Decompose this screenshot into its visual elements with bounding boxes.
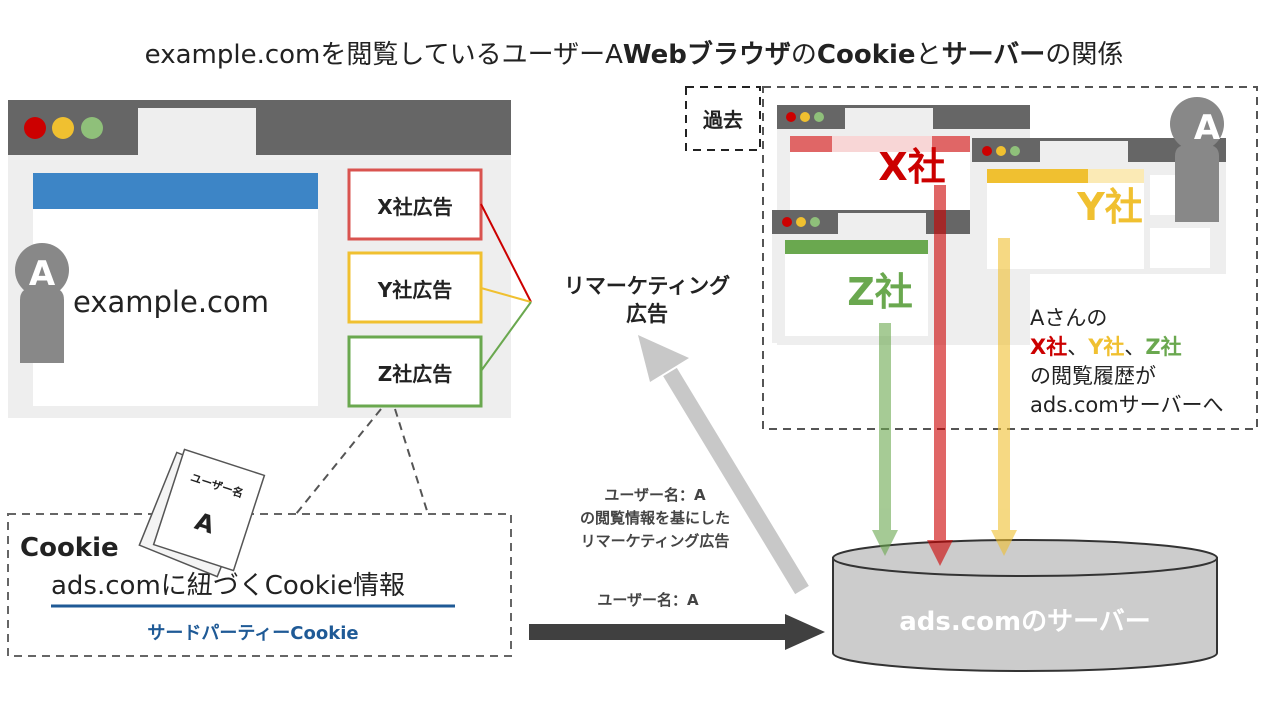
ad-x-label: X社広告	[377, 195, 452, 219]
window-close-dot-icon	[24, 117, 46, 139]
ad-slot-x: X社広告	[347, 168, 483, 241]
past-note-x: X社	[1030, 335, 1067, 359]
cookie-main-text: ads.comに紐づくCookie情報	[51, 571, 405, 601]
cookie-card-icon: ユーザー名 A	[138, 448, 266, 578]
remarketing-return-arrow	[638, 335, 809, 595]
ad-y-label: Y社広告	[377, 278, 452, 302]
server-label: ads.comのサーバー	[899, 607, 1151, 637]
cookie-title: Cookie	[20, 533, 119, 563]
past-note-sep2: 、	[1124, 335, 1145, 359]
site-header-bar	[33, 173, 318, 209]
ads-server-cylinder: ads.comのサーバー	[832, 539, 1218, 672]
title-part-1: Webブラウザ	[623, 39, 791, 70]
past-history-panel: 過去	[685, 86, 1258, 430]
past-user-a-avatar-icon: A	[1170, 97, 1224, 222]
cookie-callout-line-right	[394, 408, 429, 515]
title-part-2: の	[791, 40, 817, 70]
title-part-0: example.comを閲覧しているユーザーA	[145, 40, 623, 70]
past-note-line2: X社、Y社、Z社	[1030, 335, 1182, 359]
history-arrow-z	[872, 323, 898, 556]
cookie-box: Cookie ads.comに紐づくCookie情報 サードパーティーCooki…	[7, 448, 512, 657]
cookie-callout-line-left	[295, 408, 382, 515]
flow-lower-text: ユーザー名：A	[597, 591, 699, 609]
past-user-a-label: A	[1194, 108, 1221, 148]
past-note-sep1: 、	[1067, 335, 1088, 359]
ad-slot-y: Y社広告	[347, 251, 483, 324]
history-arrow-x	[927, 185, 953, 566]
browser-content-area	[33, 173, 318, 406]
window-minimize-dot-icon	[52, 117, 74, 139]
cookie-send-arrow	[529, 614, 825, 650]
user-a-avatar-icon: A	[15, 243, 69, 363]
past-company-y: Y社	[1076, 185, 1143, 229]
past-label: 過去	[703, 108, 743, 132]
diagram-title: example.comを閲覧しているユーザーAWebブラウザのCookieとサー…	[145, 39, 1124, 70]
ad-z-connector	[480, 301, 532, 372]
flow-upper-line1: ユーザー名：A	[604, 486, 706, 504]
ad-y-connector	[480, 287, 532, 303]
title-part-6: の関係	[1045, 40, 1123, 70]
past-company-z: Z社	[847, 270, 913, 314]
site-name: example.com	[73, 285, 269, 319]
user-browser-window: example.com A X社広告 Y社広告 Z社広告	[8, 100, 511, 418]
remarketing-label-line2: 広告	[626, 302, 668, 326]
remarketing-label-line1: リマーケティング	[564, 274, 730, 298]
flow-upper-line2: の閲覧情報を基にした	[580, 509, 730, 527]
past-company-x: X社	[878, 145, 945, 189]
past-note-line4: ads.comサーバーへ	[1030, 393, 1223, 417]
window-maximize-dot-icon	[81, 117, 103, 139]
cookie-sub-text: サードパーティーCookie	[147, 623, 358, 644]
title-part-4: と	[916, 40, 942, 70]
title-part-3: Cookie	[817, 40, 916, 70]
title-part-5: サーバー	[942, 40, 1046, 70]
ad-z-label: Z社広告	[378, 362, 453, 386]
browser-tab	[138, 108, 256, 155]
ad-x-connector	[480, 203, 532, 303]
ad-slot-z: Z社広告	[347, 335, 483, 408]
past-note-line3: の閲覧履歴が	[1030, 364, 1156, 388]
flow-upper-line3: リマーケティング広告	[581, 532, 730, 550]
past-note-z: Z社	[1145, 335, 1181, 359]
history-arrow-y	[991, 238, 1017, 556]
user-a-label: A	[29, 254, 56, 294]
past-label-box	[685, 86, 761, 151]
past-note-y: Y社	[1087, 335, 1124, 359]
past-note-line1: Aさんの	[1030, 306, 1107, 330]
